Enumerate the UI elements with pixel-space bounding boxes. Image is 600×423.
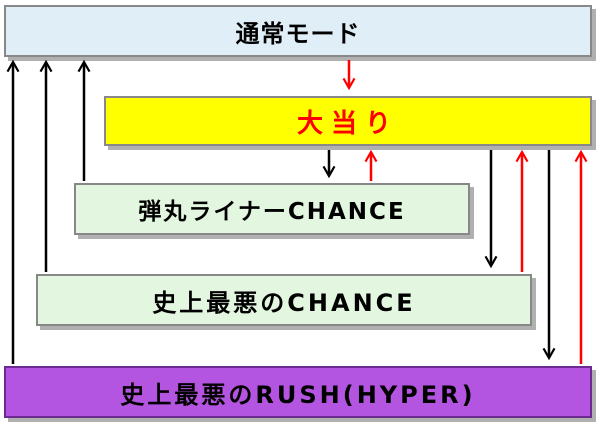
- dangan-liner-chance-box: 弾丸ライナーCHANCE: [74, 183, 470, 235]
- normal-mode-label: 通常モード: [235, 19, 361, 48]
- jackpot-box: 大当り: [104, 96, 592, 146]
- dangan-liner-chance-label: 弾丸ライナーCHANCE: [138, 199, 406, 225]
- rush-hyper-box: 史上最悪のRUSH(HYPER): [4, 366, 592, 418]
- rush-hyper-label: 史上最悪のRUSH(HYPER): [120, 380, 476, 409]
- saiaku-chance-box: 史上最悪のCHANCE: [36, 274, 532, 326]
- normal-mode-box: 通常モード: [4, 5, 592, 57]
- saiaku-chance-label: 史上最悪のCHANCE: [152, 288, 416, 317]
- jackpot-label: 大当り: [296, 108, 399, 139]
